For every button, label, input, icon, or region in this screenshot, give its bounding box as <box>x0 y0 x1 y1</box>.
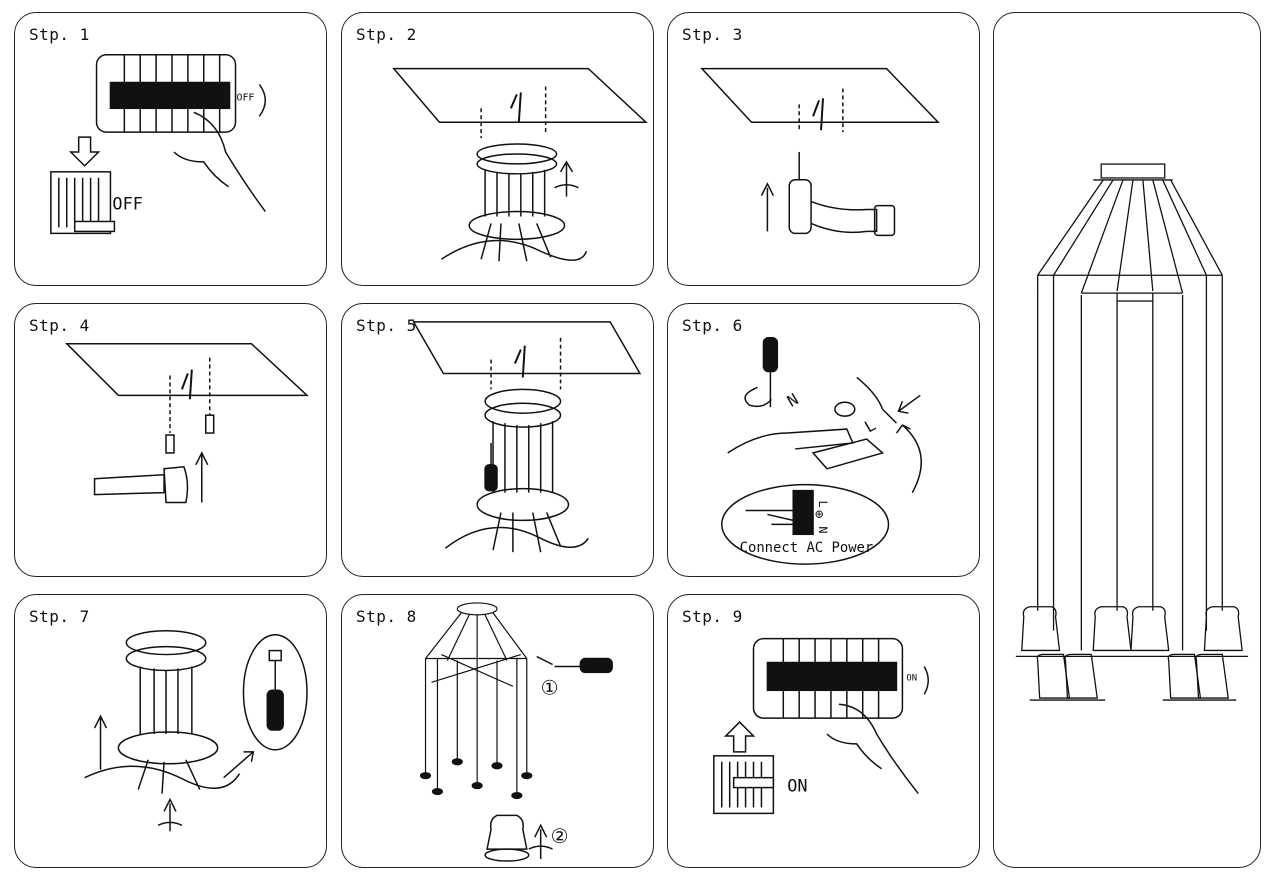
step-7-label: Stp. 7 <box>29 607 90 626</box>
rotate-arrow-icon <box>258 84 267 117</box>
step-3-panel: Stp. 3 <box>667 12 980 286</box>
wire-icon <box>812 98 824 131</box>
rotate-arrow-icon <box>528 823 553 860</box>
step-6-label: Stp. 6 <box>682 316 743 335</box>
up-arrow-icon <box>723 721 756 753</box>
step-8-panel: Stp. 8 ① ② <box>341 594 654 868</box>
step-3-illustration <box>700 67 940 237</box>
ceiling-icon <box>392 67 648 123</box>
breaker-icon <box>95 53 237 133</box>
screwdriver-icon <box>536 655 613 674</box>
rotate-arrow-icon <box>157 797 183 832</box>
step-1-illustration: OFF OFF <box>50 53 267 235</box>
marker-1: ① <box>541 676 559 699</box>
wall-switch-icon <box>713 755 775 815</box>
up-arrow-icon <box>93 714 108 770</box>
rotate-arrow-icon <box>744 386 772 408</box>
product-panel <box>993 12 1261 868</box>
step-9-label: Stp. 9 <box>682 607 743 626</box>
down-arrow-icon <box>68 136 101 167</box>
anchor-icon <box>165 434 175 454</box>
pointer-arrow-icon <box>223 751 255 779</box>
ceiling-icon <box>412 321 642 375</box>
step-9-illustration: ON ON <box>713 637 929 815</box>
chandelier-icon <box>1015 163 1249 701</box>
rotate-arrow-icon <box>554 160 579 197</box>
screw-icon <box>169 357 211 434</box>
step-7-illustration <box>84 629 308 832</box>
step-9-panel: Stp. 9 ON ON <box>667 594 980 868</box>
wall-switch-icon <box>50 171 116 235</box>
step-4-label: Stp. 4 <box>29 316 90 335</box>
wire-mark-n: N <box>784 389 802 410</box>
step-5-label: Stp. 5 <box>356 316 417 335</box>
curve-arrow-icon <box>895 424 922 493</box>
ceiling-icon <box>64 342 309 397</box>
chandelier-icon <box>419 602 533 800</box>
step-6-panel: Stp. 6 N L L ⊕ N Connect AC Power <box>667 303 980 577</box>
marker-2: ② <box>551 825 569 848</box>
screwdriver-icon <box>266 649 284 731</box>
step-1-panel: Stp. 1 OFF OFF <box>14 12 327 286</box>
canopy-icon <box>117 629 219 765</box>
switch-on-text: ON <box>787 776 807 796</box>
cables-icon <box>444 512 589 553</box>
cables-icon <box>84 759 241 794</box>
step-7-panel: Stp. 7 <box>14 594 327 868</box>
step-1-label: Stp. 1 <box>29 25 90 44</box>
wire-icon <box>180 369 193 400</box>
terminal-detail-icon <box>745 489 814 536</box>
step-8-illustration: ① ② <box>419 602 613 862</box>
screwdriver-icon <box>484 442 498 492</box>
step-8-label: Stp. 8 <box>356 607 417 626</box>
wire-icon <box>513 345 526 378</box>
step-3-label: Stp. 3 <box>682 25 743 44</box>
step-2-panel: Stp. 2 <box>341 12 654 286</box>
step-5-illustration <box>412 321 642 553</box>
lamp-shade-icon <box>484 814 530 862</box>
step-5-panel: Stp. 5 <box>341 303 654 577</box>
screw-icon <box>480 86 547 139</box>
screw-icon <box>798 88 844 133</box>
hand-icon <box>173 111 266 212</box>
step-4-illustration <box>64 342 309 504</box>
chandelier-illustration <box>1015 163 1249 701</box>
canopy-icon <box>468 143 566 241</box>
breaker-off-text: OFF <box>237 92 255 103</box>
cables-icon <box>441 223 588 262</box>
step-4-panel: Stp. 4 <box>14 303 327 577</box>
breaker-on-text: ON <box>906 673 917 683</box>
terminal-mark-n: N <box>816 526 830 533</box>
canopy-icon <box>476 388 570 522</box>
insert-arrow-icon <box>897 394 921 414</box>
hammer-icon <box>93 466 189 504</box>
screwdriver-icon <box>762 337 779 408</box>
screw-icon <box>490 337 562 390</box>
ceiling-icon <box>700 67 940 123</box>
anchor-icon <box>204 414 215 434</box>
step-6-illustration: N L L ⊕ N Connect AC Power <box>721 337 922 565</box>
breaker-icon <box>752 637 904 719</box>
up-arrow-icon <box>760 182 775 232</box>
wire-mark-l: L <box>861 415 879 436</box>
switch-off-text: OFF <box>112 194 142 214</box>
step-2-illustration <box>392 67 648 262</box>
terminal-mark-ground: ⊕ <box>815 506 824 522</box>
terminal-block-icon <box>727 376 897 470</box>
drill-icon <box>788 151 896 237</box>
terminal-mark-l: L <box>816 501 830 508</box>
wire-icon <box>509 92 522 123</box>
hand-icon <box>826 703 919 795</box>
rotate-arrow-icon <box>923 666 929 695</box>
connect-ac-power-caption: Connect AC Power <box>740 540 874 556</box>
up-arrow-icon <box>195 451 209 503</box>
step-2-label: Stp. 2 <box>356 25 417 44</box>
